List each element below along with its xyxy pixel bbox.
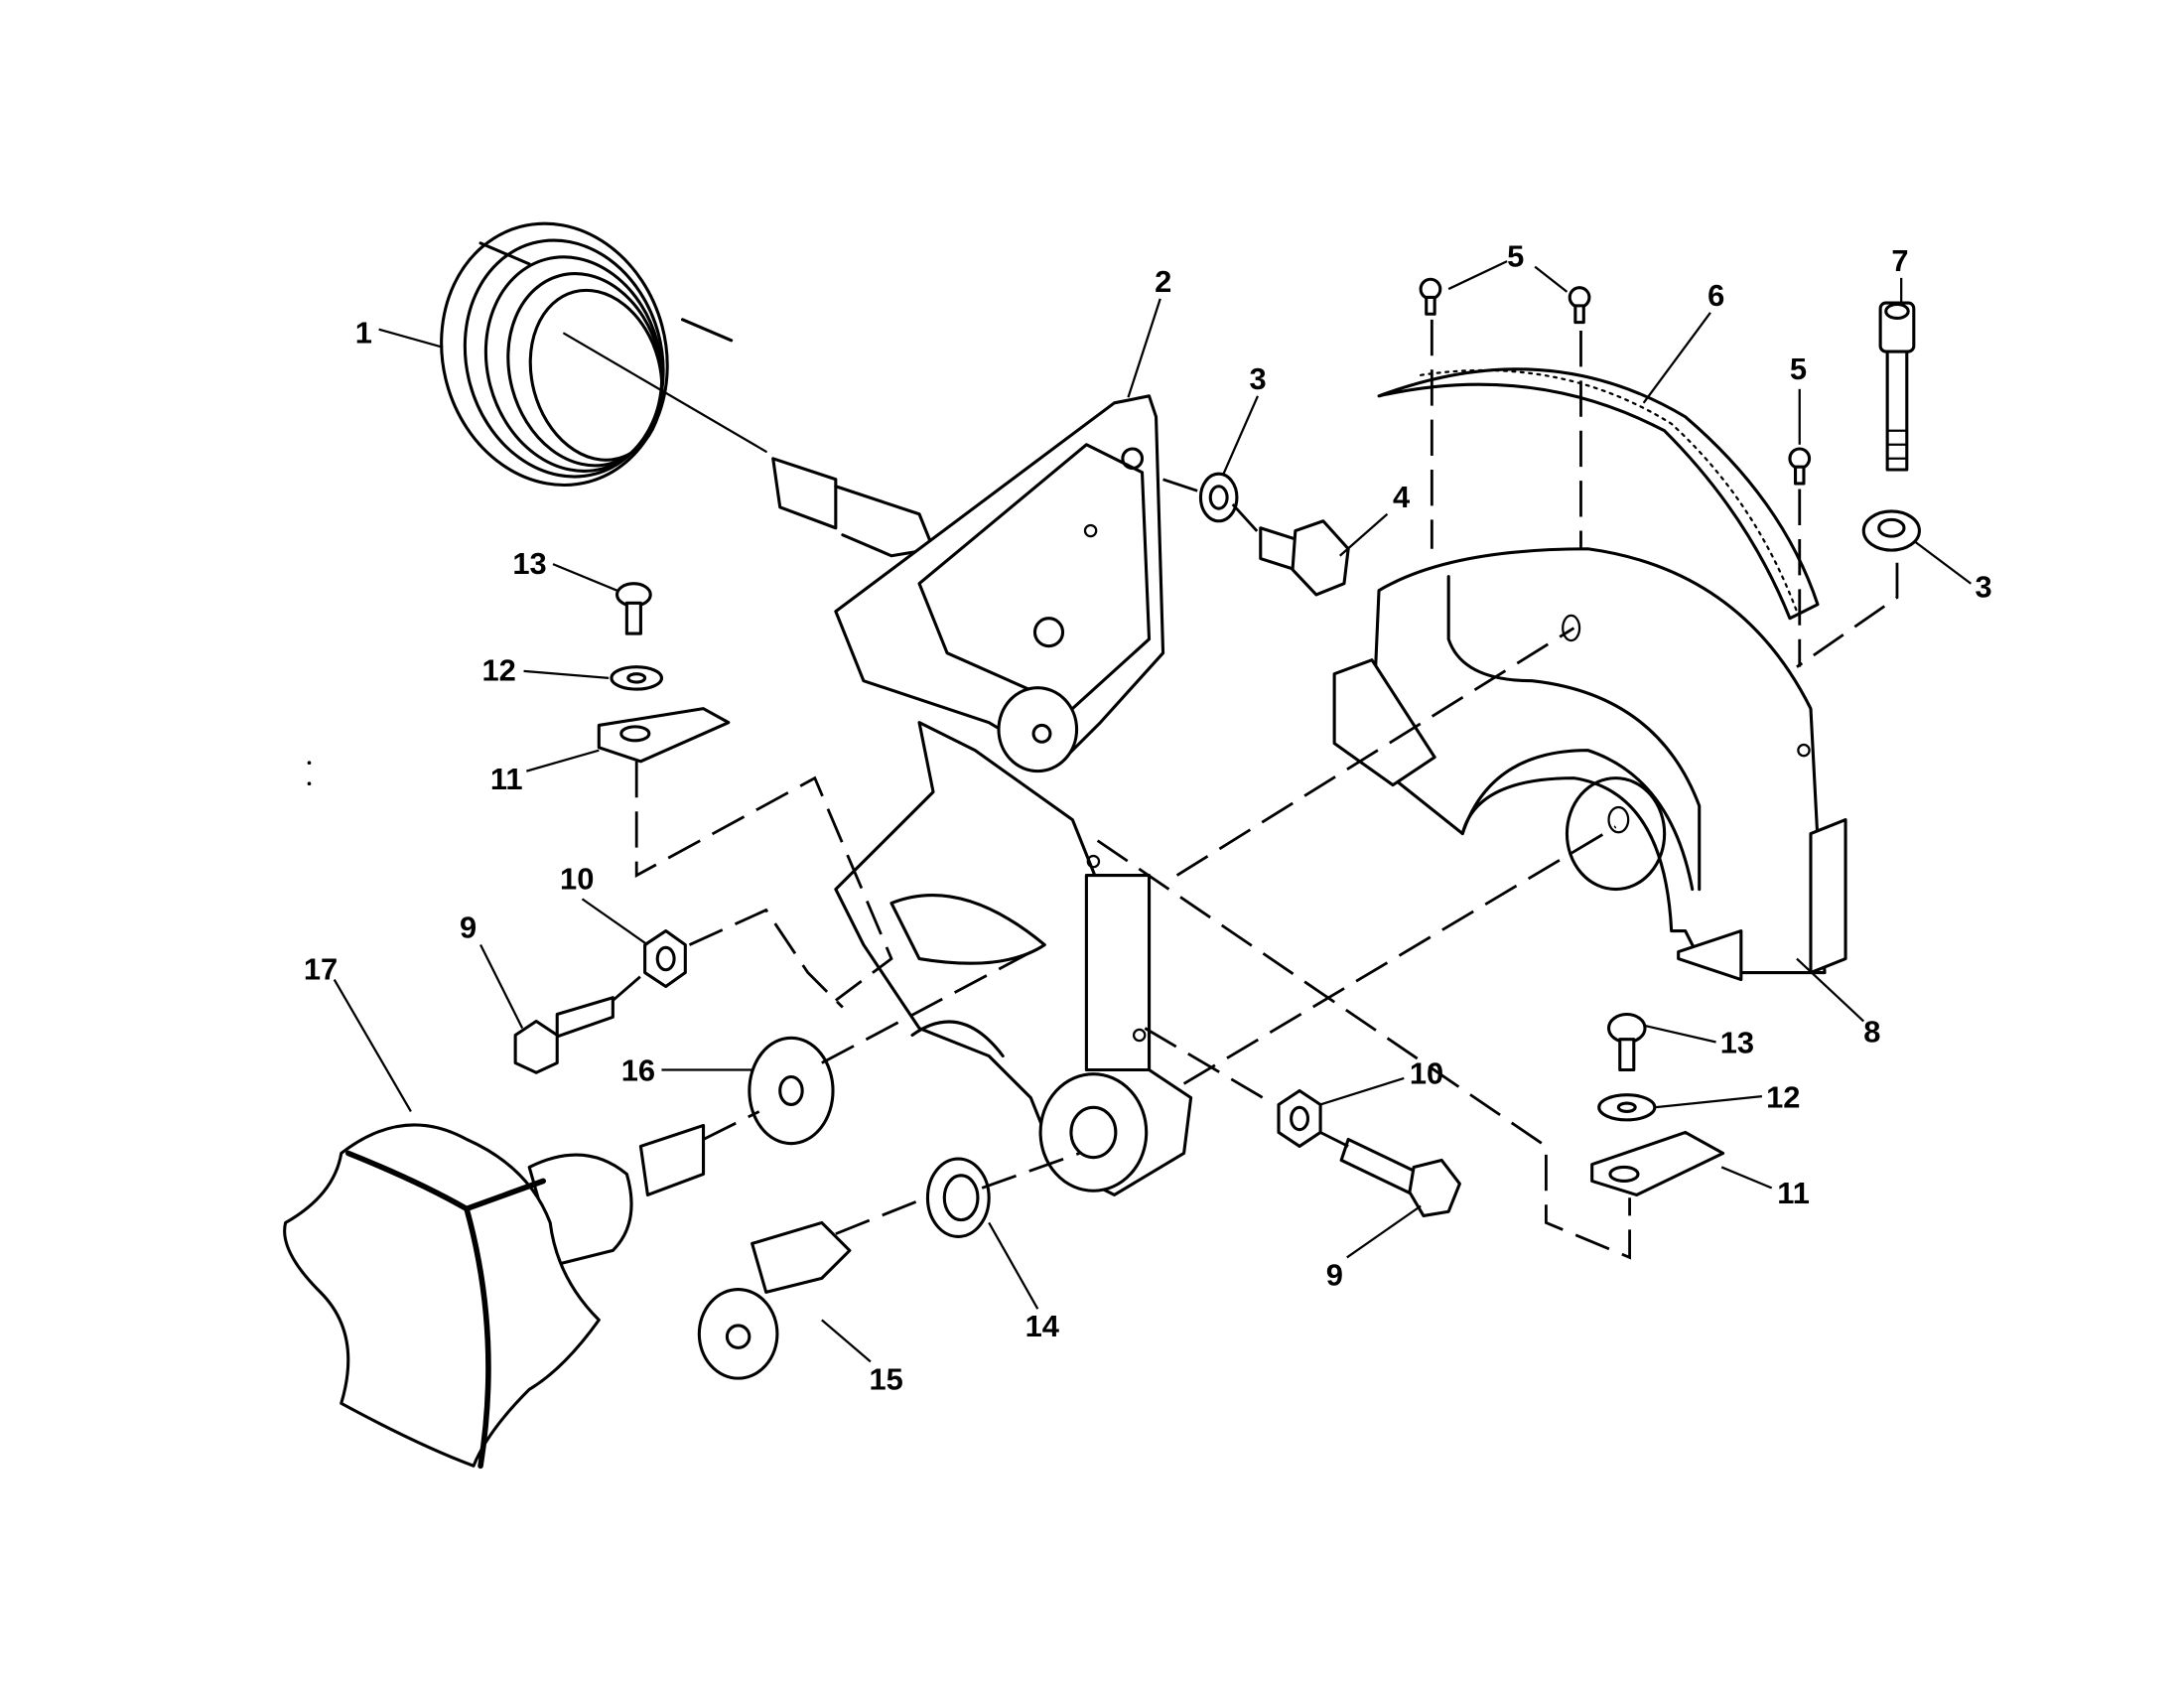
bevel-lock-knob bbox=[283, 1123, 706, 1470]
hex-bolt-9-right bbox=[1339, 1137, 1461, 1217]
callout-13-left: 13 bbox=[512, 546, 546, 581]
socket-head-cap-screw bbox=[1878, 301, 1916, 472]
callout-5-right: 5 bbox=[1790, 351, 1807, 386]
screw-5-left bbox=[1419, 277, 1442, 316]
hex-bolt-9-left bbox=[513, 996, 614, 1074]
pointer-11-lower bbox=[1590, 1130, 1725, 1196]
lock-washer-right bbox=[1861, 509, 1921, 552]
callout-4: 4 bbox=[1393, 480, 1410, 514]
callout-8: 8 bbox=[1863, 1015, 1880, 1050]
callout-10-left: 10 bbox=[560, 862, 594, 897]
bevel-support bbox=[1332, 547, 1847, 982]
washer-14 bbox=[925, 1157, 991, 1238]
callout-14: 14 bbox=[1025, 1309, 1059, 1343]
callout-13-right: 13 bbox=[1720, 1026, 1754, 1060]
torsion-spring bbox=[440, 221, 767, 488]
callout-9-left: 9 bbox=[460, 911, 477, 945]
callout-12-left: 12 bbox=[481, 653, 515, 688]
callout-3-left: 3 bbox=[1250, 361, 1267, 396]
callout-5-top: 5 bbox=[1507, 239, 1524, 274]
callout-17: 17 bbox=[304, 952, 338, 987]
callout-2: 2 bbox=[1155, 264, 1171, 299]
flat-washer-12-upper bbox=[610, 665, 663, 691]
callout-9-right: 9 bbox=[1326, 1257, 1343, 1292]
flat-washer-12-lower bbox=[1597, 1093, 1657, 1122]
screw-5-middle bbox=[1568, 286, 1591, 325]
pan-head-screw-13-lower bbox=[1606, 1012, 1647, 1072]
callout-1: 1 bbox=[355, 316, 372, 351]
bevel-bracket bbox=[771, 394, 1193, 1196]
callout-11-left: 11 bbox=[490, 762, 523, 796]
screw-5-right bbox=[1788, 447, 1812, 486]
callout-10-right: 10 bbox=[1410, 1056, 1443, 1091]
callout-11-right: 11 bbox=[1777, 1176, 1810, 1210]
large-washer-16 bbox=[748, 1036, 835, 1146]
lock-washer-left bbox=[1198, 472, 1239, 523]
leader-lines bbox=[333, 260, 1973, 1363]
callout-16: 16 bbox=[621, 1053, 655, 1088]
callout-3-right: 3 bbox=[1976, 570, 1992, 605]
callout-15: 15 bbox=[870, 1361, 903, 1396]
callout-7: 7 bbox=[1891, 243, 1908, 278]
hex-bolt-4 bbox=[1259, 519, 1350, 597]
bevel-scale bbox=[1377, 367, 1820, 621]
callout-6: 6 bbox=[1707, 278, 1724, 313]
hex-nut-10-left bbox=[643, 929, 687, 989]
pointer-11-upper bbox=[597, 707, 731, 764]
scan-specks bbox=[307, 761, 312, 786]
callout-12-right: 12 bbox=[1766, 1079, 1800, 1114]
pan-head-screw-13-upper bbox=[615, 582, 652, 635]
callout-labels: 1 2 3 3 4 5 5 6 7 8 9 9 10 10 11 11 12 1… bbox=[304, 239, 1992, 1397]
assembly-center-lines bbox=[612, 319, 1899, 1260]
shoulder-bolt-15 bbox=[697, 1220, 852, 1380]
hex-nut-10-right bbox=[1277, 1088, 1322, 1148]
